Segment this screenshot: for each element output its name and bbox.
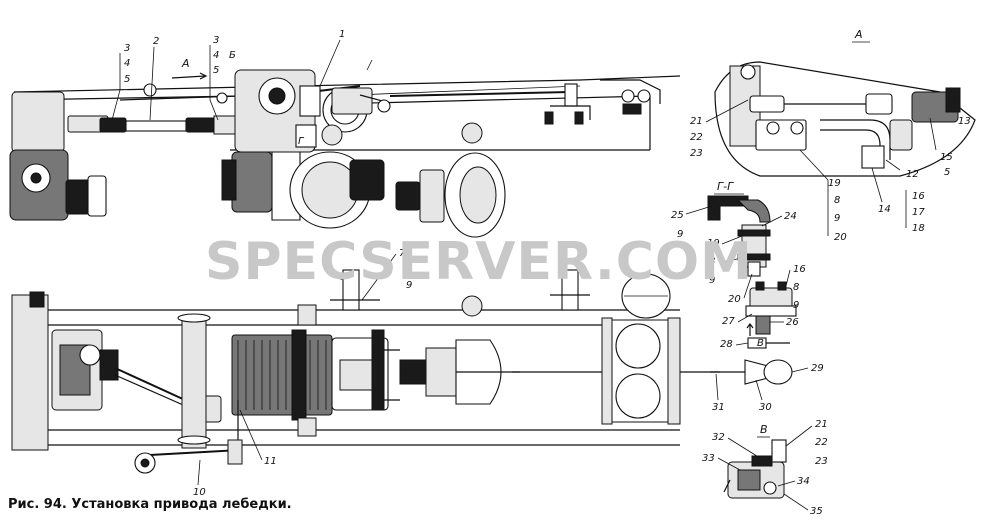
callout-16a: 16 (912, 191, 925, 202)
callout-29: 29 (811, 363, 824, 374)
section-g-marker: Г (298, 136, 305, 147)
section-g: Г-Г (707, 180, 771, 277)
callout-8a: 8 (406, 264, 412, 275)
callout-33: 33 (702, 453, 715, 464)
view-a-title: А (854, 28, 863, 41)
callout-22a: 22 (690, 132, 703, 143)
view-a-callouts: 21 22 23 19 8 9 20 13 15 5 12 16 17 18 1… (690, 99, 971, 243)
callout-23b: 23 (815, 456, 828, 467)
view-b: В (723, 423, 787, 499)
view-v-marker: В (757, 338, 764, 349)
callout-8c: 8 (709, 256, 715, 267)
plan-view (11, 269, 793, 474)
callout-11: 11 (264, 456, 277, 467)
callout-31: 31 (712, 402, 725, 413)
callout-2: 2 (153, 36, 159, 47)
callout-35: 35 (810, 506, 823, 517)
callout-1: 1 (339, 29, 345, 40)
callout-12: 12 (906, 169, 919, 180)
callout-34: 34 (797, 476, 810, 487)
watermark-text: SPECSERVER.COM (205, 232, 753, 292)
callout-8d: 8 (793, 282, 799, 293)
callout-15: 15 (940, 152, 953, 163)
callout-19a: 19 (828, 178, 841, 189)
callout-19b: 19 (707, 238, 720, 249)
callout-3b: 3 (213, 35, 219, 46)
side-view-callouts: 3 4 5 2 3 4 5 1 А Б Г (111, 29, 345, 147)
callout-23a: 23 (690, 148, 703, 159)
callout-14: 14 (878, 204, 891, 215)
callout-6: 6 (339, 272, 345, 283)
callout-3a: 3 (124, 43, 130, 54)
callout-18: 18 (912, 223, 925, 234)
callout-10: 10 (193, 487, 206, 498)
callout-16b: 16 (793, 264, 806, 275)
view-b-callouts: 21 22 23 32 33 34 35 (702, 419, 828, 517)
callout-7: 7 (399, 248, 406, 259)
side-view (9, 59, 681, 238)
callout-30: 30 (759, 402, 772, 413)
section-g-title: Г-Г (717, 180, 734, 193)
callout-32: 32 (712, 432, 725, 443)
callout-4a: 4 (124, 58, 130, 69)
callout-25: 25 (671, 210, 684, 221)
callout-21a: 21 (690, 116, 703, 127)
callout-22b: 22 (815, 437, 828, 448)
figure-caption: Рис. 94. Установка привода лебедки. (8, 497, 292, 512)
callout-26: 26 (786, 317, 799, 328)
callout-4b: 4 (213, 50, 219, 61)
callout-9a: 9 (406, 280, 412, 291)
view-b-marker: Б (229, 50, 236, 61)
callout-9b: 9 (834, 213, 840, 224)
callout-27: 27 (722, 316, 735, 327)
plan-view-callouts: 6 7 8 9 10 11 (193, 248, 412, 498)
detail-callouts: 16 8 9 27 26 28 29 30 31 В (712, 264, 824, 413)
view-b-title: В (760, 423, 768, 436)
callout-28: 28 (720, 339, 733, 350)
callout-5c: 5 (944, 167, 950, 178)
section-g-callouts: 25 9 24 19 8 9 20 (671, 205, 797, 305)
view-a: А (714, 28, 976, 177)
callout-9d: 9 (709, 275, 715, 286)
callout-20b: 20 (728, 294, 741, 305)
callout-24: 24 (784, 211, 797, 222)
callout-9c: 9 (677, 229, 683, 240)
callout-5b: 5 (213, 65, 219, 76)
callout-21b: 21 (815, 419, 828, 430)
callout-20a: 20 (834, 232, 847, 243)
view-a-marker: А (181, 57, 190, 70)
callout-8b: 8 (834, 195, 840, 206)
callout-17: 17 (912, 207, 925, 218)
callout-13: 13 (958, 116, 971, 127)
detail-fastening (745, 281, 797, 349)
callout-5a: 5 (124, 74, 130, 85)
callout-9e: 9 (793, 300, 799, 311)
